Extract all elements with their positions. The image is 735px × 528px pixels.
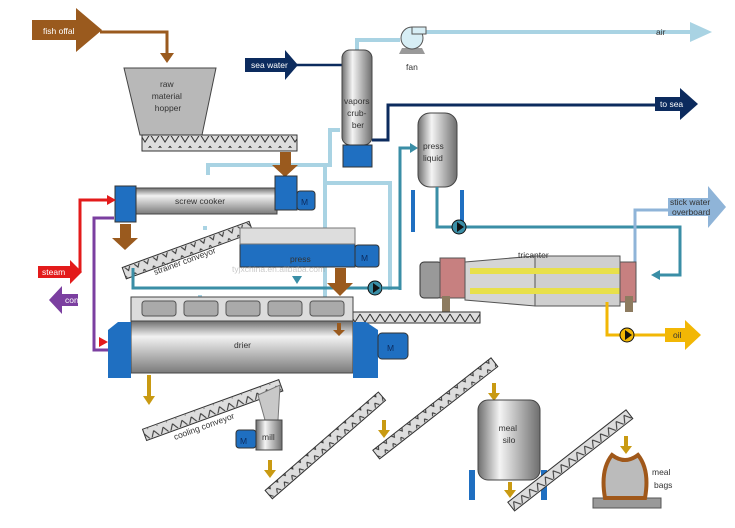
meal-bags-label: meal bags bbox=[652, 467, 673, 490]
stick-water-label-line: stick water bbox=[670, 197, 710, 207]
meal-bags-label-line: meal bbox=[652, 467, 671, 477]
stick-water-label: stick water overboard bbox=[670, 197, 713, 217]
drier bbox=[108, 296, 378, 378]
stick-water-label-line: overboard bbox=[672, 207, 711, 217]
mill-label: mill bbox=[262, 432, 275, 442]
inclined-conveyor-1 bbox=[264, 391, 387, 500]
steam-label: steam bbox=[42, 267, 65, 277]
raw-material-line bbox=[100, 30, 169, 54]
tricanter bbox=[419, 255, 637, 312]
press-label: press bbox=[290, 254, 311, 264]
pump-icon[interactable] bbox=[367, 280, 383, 296]
press-liquid-label-line: liquid bbox=[423, 153, 443, 163]
pump-icon[interactable] bbox=[619, 327, 635, 343]
brown-arrow-down bbox=[333, 323, 345, 336]
hopper-label-line: hopper bbox=[155, 103, 182, 113]
meal-bags bbox=[592, 452, 662, 509]
motor-label: M bbox=[301, 197, 308, 207]
meal-flow-arrows bbox=[143, 375, 632, 498]
scrubber-label-line: vapors bbox=[344, 96, 370, 106]
tricanter-label: tricanter bbox=[518, 250, 549, 260]
press-liquid-tank bbox=[411, 112, 464, 232]
steam-arrow bbox=[38, 260, 82, 284]
cond-arrow bbox=[49, 286, 78, 314]
sea-water-arrow bbox=[245, 50, 298, 80]
steam-arrowhead bbox=[99, 337, 108, 347]
to-sea-arrow bbox=[655, 88, 698, 120]
brown-arrow-down bbox=[327, 268, 353, 296]
oil-label: oil bbox=[673, 330, 682, 340]
press-liquid-outlet-line bbox=[435, 187, 682, 277]
brown-arrow-down bbox=[112, 224, 138, 250]
inclined-conveyor-3 bbox=[507, 409, 634, 512]
vapor-scrubber bbox=[341, 49, 373, 168]
fan-label: fan bbox=[406, 62, 418, 72]
press-motor-label: M bbox=[361, 253, 368, 263]
pump-icon[interactable] bbox=[451, 219, 467, 235]
fish-offal-label: fish offal bbox=[43, 26, 75, 36]
sea-water-label: sea water bbox=[251, 60, 288, 70]
scrubber-label-line: ber bbox=[352, 120, 364, 130]
cond-label: cond. bbox=[65, 295, 86, 305]
meal-silo-label: meal silo bbox=[499, 423, 520, 445]
to-sea-label: to sea bbox=[660, 99, 683, 109]
press-water-arrowhead bbox=[292, 276, 302, 284]
air-arrow bbox=[690, 22, 712, 42]
air-label: air bbox=[656, 27, 666, 37]
hopper-label-line: raw bbox=[160, 79, 175, 89]
inclined-conveyor-2 bbox=[372, 357, 499, 460]
scrubber-label-line: crub- bbox=[347, 108, 367, 118]
twin-screw-press: press M bbox=[239, 227, 380, 268]
mill-motor-label: M bbox=[240, 436, 247, 446]
press-liquid-label-line: press bbox=[423, 141, 444, 151]
meal-bags-label-line: bags bbox=[654, 480, 672, 490]
meal-silo-label-line: silo bbox=[503, 435, 516, 445]
motor-label: M bbox=[387, 343, 394, 353]
steam-arrowhead bbox=[107, 195, 116, 205]
watermark: tyjxchina.en.alibaba.com bbox=[232, 264, 325, 274]
press-liquid-label: press liquid bbox=[423, 141, 446, 163]
screw-cooker bbox=[114, 175, 298, 223]
press-liquid-inlet-line bbox=[398, 146, 412, 290]
press-water-line bbox=[131, 268, 375, 290]
screw-cooker-label: screw cooker bbox=[175, 196, 225, 206]
hopper-screw-conveyor bbox=[141, 134, 298, 152]
meal-silo-label-line: meal bbox=[499, 423, 518, 433]
cooling-conveyor bbox=[141, 379, 284, 442]
cooker-motor: M bbox=[296, 190, 316, 211]
oil-arrow bbox=[665, 320, 701, 350]
mill: mill M bbox=[235, 419, 283, 451]
drier-motor: M bbox=[377, 332, 409, 360]
fish-offal-arrow bbox=[32, 8, 102, 52]
stick-water-line bbox=[633, 208, 670, 270]
press-liquid-arrowhead bbox=[410, 143, 418, 153]
solids-screw-conveyor bbox=[334, 311, 481, 324]
fan-icon bbox=[399, 26, 427, 54]
steam-line bbox=[78, 198, 110, 272]
stick-water-arrow bbox=[668, 186, 726, 228]
scrubber-label: vapors crub- ber bbox=[344, 96, 372, 130]
hopper-label: raw material hopper bbox=[152, 79, 185, 113]
to-sea-line bbox=[372, 103, 660, 142]
oil-line bbox=[605, 302, 685, 337]
brown-arrow-down bbox=[272, 152, 298, 177]
strainer-conveyor bbox=[121, 220, 254, 280]
drier-label: drier bbox=[234, 340, 251, 350]
hopper-label-line: material bbox=[152, 91, 182, 101]
condensate-line bbox=[92, 216, 114, 352]
raw-material-arrowhead bbox=[160, 53, 174, 63]
tricanter-inlet-arrowhead bbox=[651, 270, 660, 280]
